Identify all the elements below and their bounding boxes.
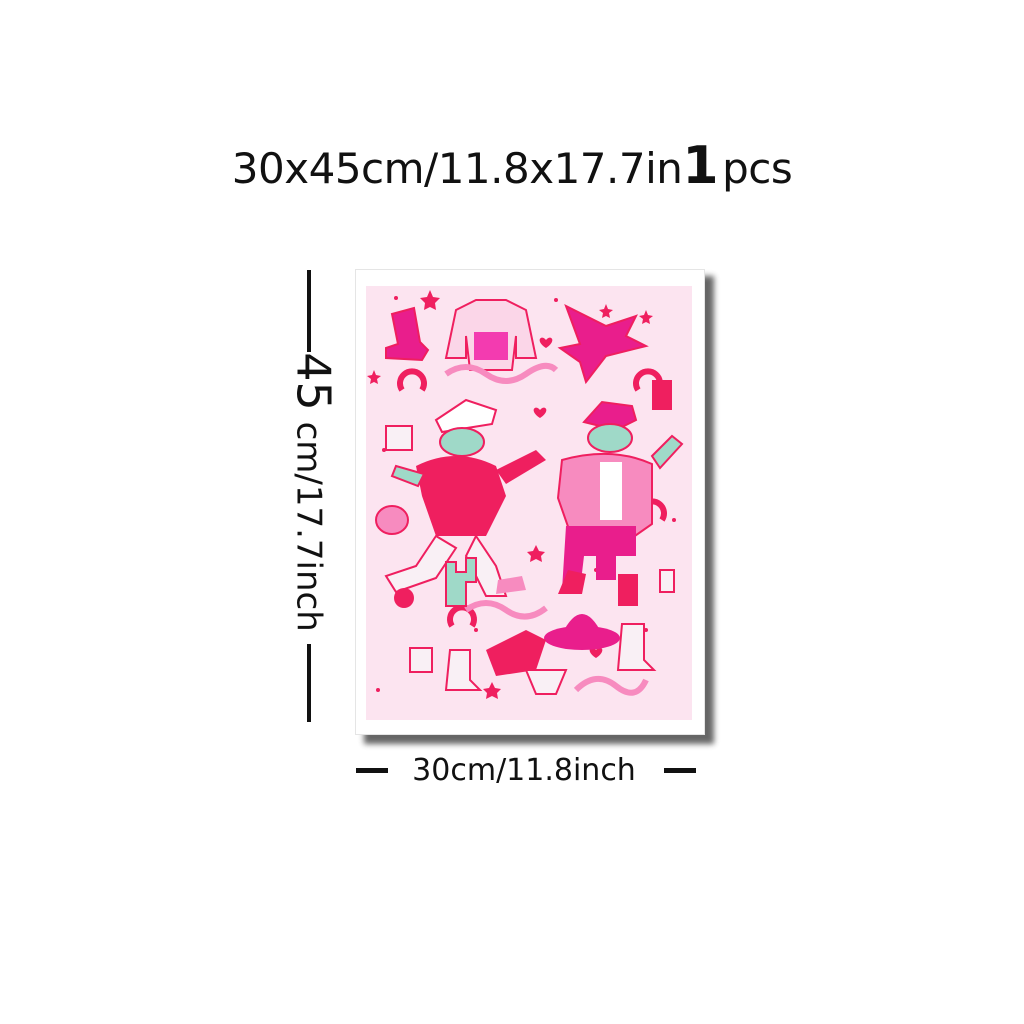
height-number: 45 <box>286 352 341 411</box>
product-size-title: 30x45cm/11.8x17.7in1pcs <box>0 138 1024 197</box>
poster-illustration <box>366 286 692 720</box>
size-text: 30x45cm/11.8x17.7in <box>231 144 683 193</box>
height-dimension-line-bottom <box>307 644 311 722</box>
poster-image <box>356 270 704 734</box>
quantity-unit: pcs <box>722 144 793 193</box>
height-dimension-line-top <box>307 270 311 352</box>
width-dimension-label: 30cm/11.8inch <box>412 753 636 788</box>
width-dimension-line-right <box>664 768 696 773</box>
height-unit-text: cm/17.7inch <box>288 421 329 632</box>
quantity-number: 1 <box>682 136 719 196</box>
width-dimension-line-left <box>356 768 388 773</box>
height-dimension-label: 45 cm/17.7inch <box>287 352 341 632</box>
